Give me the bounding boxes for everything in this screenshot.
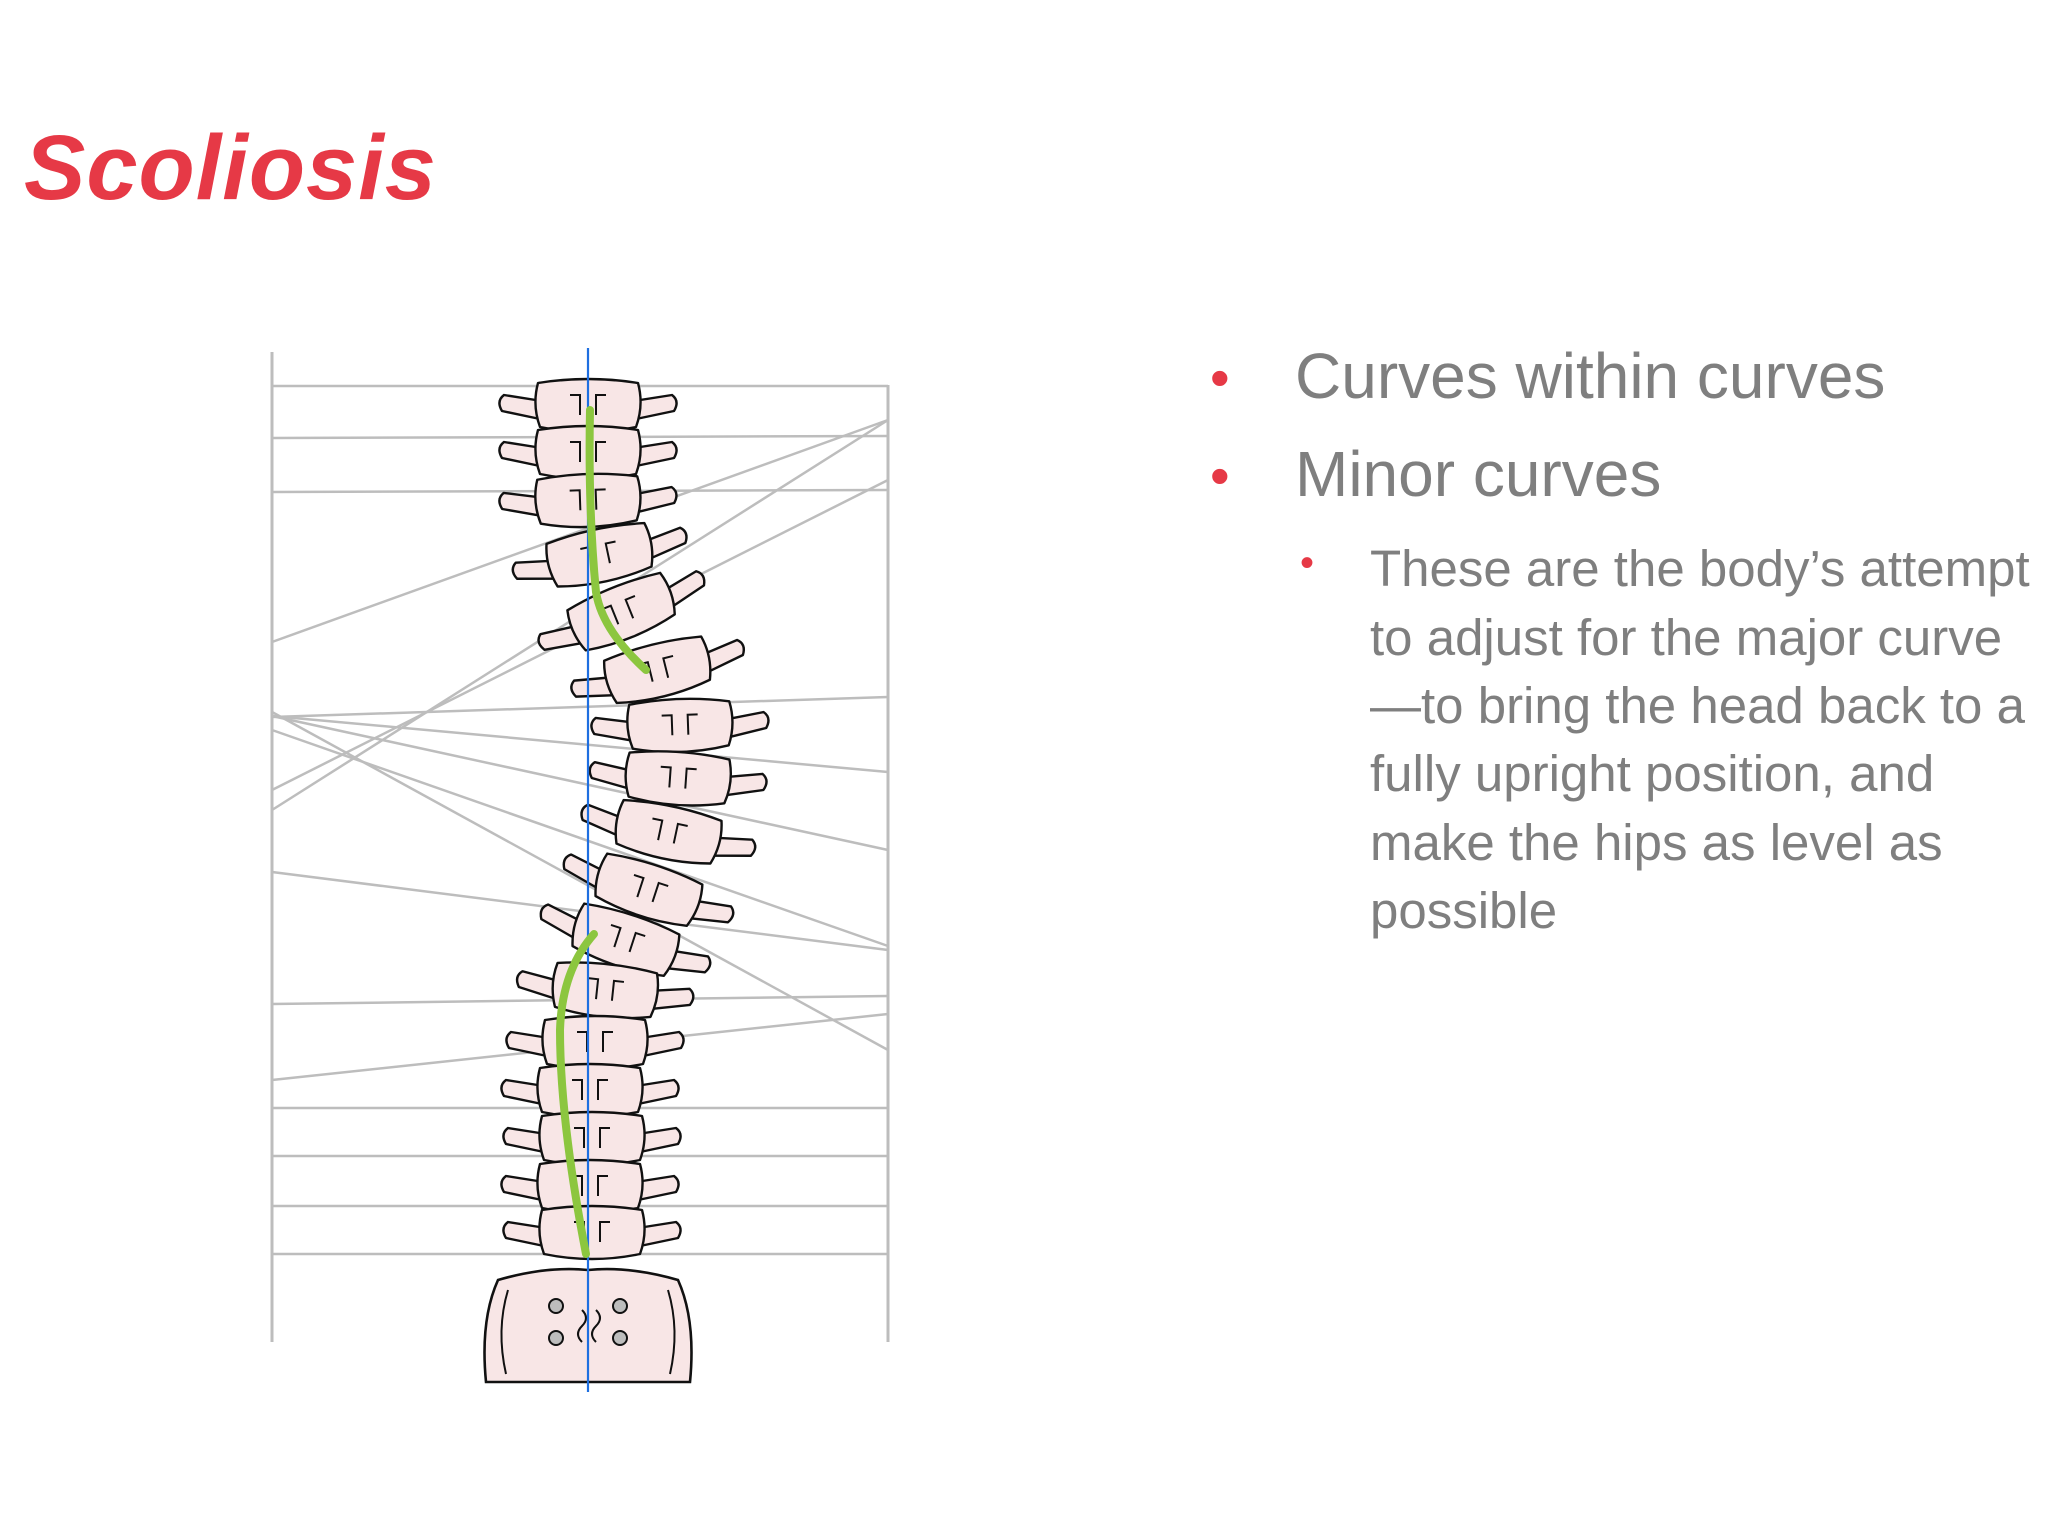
pedicle-marks bbox=[569, 488, 606, 511]
slide-title: Scoliosis bbox=[24, 117, 437, 219]
transverse-process-right bbox=[722, 772, 768, 797]
vertebral-body bbox=[551, 961, 660, 1020]
sacral-crest bbox=[577, 1309, 601, 1343]
vertebral-body bbox=[536, 1062, 644, 1119]
vertebral-body bbox=[541, 1014, 649, 1071]
pedicle-marks bbox=[570, 441, 606, 462]
vertebral-body bbox=[626, 697, 734, 754]
transverse-process-left bbox=[500, 1078, 546, 1106]
transverse-process-right bbox=[634, 1174, 680, 1202]
spine-diagram bbox=[270, 348, 890, 1392]
pedicle-marks bbox=[570, 394, 606, 415]
transverse-process-right bbox=[636, 1220, 682, 1248]
bullet-text: These are the body’s attempt to adjust f… bbox=[1370, 540, 2030, 939]
vertebra bbox=[562, 852, 735, 927]
vertebrae-column bbox=[498, 377, 770, 1261]
bullet-curves-within-curves: • Curves within curves bbox=[1210, 340, 2030, 414]
vertebra bbox=[498, 424, 678, 481]
vertebra bbox=[590, 697, 770, 754]
sacral-foramen bbox=[612, 1330, 628, 1346]
bullet-text: Minor curves bbox=[1295, 437, 1662, 510]
transverse-process-right bbox=[632, 393, 678, 421]
transverse-process-right bbox=[632, 440, 678, 468]
pedicle-marks bbox=[661, 713, 698, 736]
reference-line bbox=[271, 728, 889, 948]
pedicle-marks bbox=[652, 817, 688, 844]
transverse-process-right bbox=[636, 1126, 682, 1154]
vertebra bbox=[537, 570, 706, 652]
vertebra bbox=[502, 1204, 682, 1261]
transverse-process-left bbox=[498, 393, 544, 421]
vertebral-body bbox=[614, 798, 723, 865]
reference-line bbox=[271, 710, 889, 1052]
pedicle-marks bbox=[588, 977, 625, 1001]
transverse-process-right bbox=[634, 1078, 680, 1106]
transverse-process-right bbox=[632, 485, 678, 514]
sacrum-edge-right bbox=[667, 1289, 676, 1375]
transverse-process-left bbox=[539, 903, 584, 940]
vertebra bbox=[580, 798, 757, 865]
vertebral-body bbox=[536, 1158, 644, 1215]
vertebra bbox=[588, 750, 768, 807]
reference-line bbox=[271, 714, 889, 852]
sacral-foramen bbox=[612, 1298, 628, 1314]
curve-highlights bbox=[555, 406, 650, 1258]
reference-line bbox=[271, 695, 889, 719]
transverse-process-right bbox=[642, 526, 688, 560]
vertebral-body bbox=[538, 1110, 646, 1167]
transverse-process-left bbox=[498, 491, 544, 517]
pedicle-marks bbox=[574, 1127, 610, 1148]
bullet-text: Curves within curves bbox=[1295, 340, 1886, 412]
transverse-process-left bbox=[502, 1126, 548, 1154]
transverse-process-left bbox=[570, 676, 617, 698]
vertebral-body bbox=[566, 571, 676, 652]
transverse-process-right bbox=[710, 836, 757, 857]
pedicle-marks bbox=[572, 1079, 608, 1100]
bullet-marker: • bbox=[1210, 443, 1230, 507]
transverse-process-left bbox=[500, 1174, 546, 1202]
reference-line bbox=[271, 418, 889, 644]
transverse-process-left bbox=[505, 1030, 551, 1058]
vertebral-body bbox=[571, 902, 681, 977]
sacrum-edge-left bbox=[500, 1289, 509, 1375]
vertebral-body bbox=[545, 521, 654, 588]
sub-bullet-body-adjustment: • These are the body’s attempt to adjust… bbox=[1300, 535, 2030, 945]
vertebra bbox=[505, 1014, 685, 1071]
transverse-process-left bbox=[515, 970, 561, 1001]
vertebral-body bbox=[624, 750, 732, 807]
vertebra bbox=[511, 521, 688, 588]
lower-minor-curve bbox=[555, 930, 598, 1258]
transverse-process-right bbox=[724, 710, 770, 739]
transverse-process-left bbox=[511, 559, 558, 580]
transverse-process-right bbox=[700, 638, 746, 674]
pedicle-marks bbox=[660, 765, 697, 789]
sacral-foramen bbox=[548, 1330, 564, 1346]
transverse-process-right bbox=[649, 987, 695, 1011]
transverse-process-right bbox=[688, 899, 735, 924]
bullet-list: • Curves within curves • Minor curves • … bbox=[1210, 340, 2030, 945]
transverse-process-right bbox=[665, 949, 712, 974]
bullet-minor-curves: • Minor curves bbox=[1210, 438, 2030, 512]
upper-minor-curve bbox=[585, 406, 650, 674]
transverse-process-right bbox=[639, 1030, 685, 1058]
pedicle-marks bbox=[610, 923, 646, 953]
transverse-process-left bbox=[502, 1220, 548, 1248]
pedicle-marks bbox=[633, 873, 669, 903]
transverse-process-left bbox=[537, 624, 584, 651]
pedicle-marks bbox=[601, 595, 636, 625]
bullet-marker: • bbox=[1300, 541, 1315, 586]
vertebra bbox=[500, 1158, 680, 1215]
reference-line bbox=[271, 714, 889, 774]
transverse-process-left bbox=[562, 853, 607, 890]
vertebral-body bbox=[594, 852, 704, 927]
transverse-process-left bbox=[588, 760, 634, 790]
vertebra bbox=[515, 961, 695, 1020]
transverse-process-left bbox=[590, 716, 636, 742]
vertebra bbox=[539, 902, 712, 977]
bullet-marker: • bbox=[1210, 346, 1230, 409]
sacral-foramen bbox=[548, 1298, 564, 1314]
transverse-process-left bbox=[498, 440, 544, 468]
vertebral-body bbox=[538, 1204, 646, 1261]
